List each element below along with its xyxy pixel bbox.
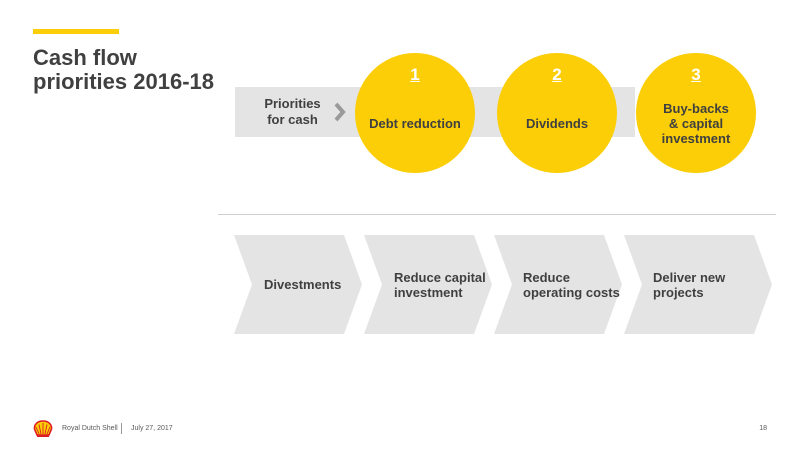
process-step-shape <box>234 235 362 334</box>
priorities-label-line-1: Priorities <box>264 96 321 111</box>
process-step-label: Divestments <box>264 277 342 292</box>
process-step-shape <box>494 235 622 334</box>
priority-circle-3: 3 Buy-backs & capital investment <box>636 53 756 173</box>
title-accent-bar <box>33 29 119 34</box>
priority-number: 1 <box>410 65 420 84</box>
footer-separator <box>121 423 122 434</box>
priority-circle-1: 1 Debt reduction <box>355 53 475 173</box>
process-step-label: Reduce operating costs <box>523 269 620 300</box>
footer-company: Royal Dutch Shell <box>62 425 118 432</box>
page-number: 18 <box>759 425 767 432</box>
process-step-shape <box>364 235 492 334</box>
process-step-shape <box>624 235 772 334</box>
process-chevrons <box>234 235 772 334</box>
slide-title-line-2: priorities 2016-18 <box>33 69 214 94</box>
process-step-label: Deliver new projects <box>653 269 726 300</box>
shell-logo-icon <box>33 420 53 437</box>
priority-label: Dividends <box>525 115 589 131</box>
footer-date: July 27, 2017 <box>131 425 173 432</box>
slide-title: Cash flow priorities 2016-18 <box>33 46 223 94</box>
chevron-right-icon <box>334 102 346 122</box>
slide-title-line-1: Cash flow <box>33 45 137 70</box>
priorities-label-line-2: for cash <box>267 112 318 127</box>
priority-number: 3 <box>691 65 701 84</box>
priority-circle-2: 2 Dividends <box>497 53 617 173</box>
section-divider <box>218 214 776 215</box>
priority-label: Debt reduction <box>369 115 461 131</box>
priority-label: Buy-backs & capital investment <box>661 100 731 146</box>
priorities-label: Priorities for cash <box>255 96 330 128</box>
priority-number: 2 <box>552 65 562 84</box>
process-step-label: Reduce capital investment <box>394 269 486 300</box>
cash-levers-process: Divestments Reduce capital investment Re… <box>234 235 774 334</box>
